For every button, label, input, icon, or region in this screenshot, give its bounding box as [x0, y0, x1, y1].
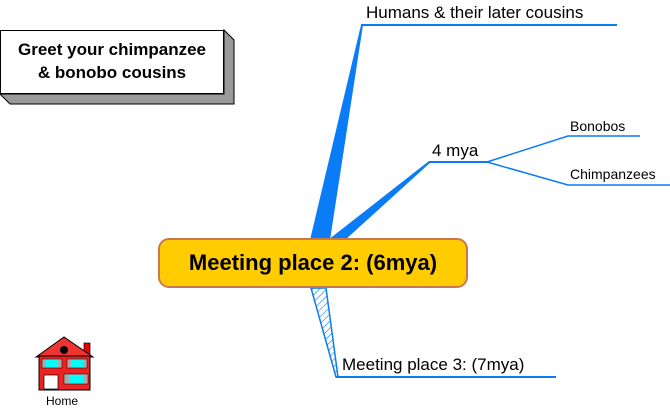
branch-humans	[310, 25, 363, 240]
branch-bonobos	[486, 135, 640, 163]
topic-bonobos[interactable]: Bonobos	[570, 118, 626, 134]
topic-meeting-place-3[interactable]: Meeting place 3: (7mya)	[342, 355, 525, 374]
branch-chimpanzees	[486, 161, 670, 186]
home-label[interactable]: Home	[46, 394, 79, 408]
title-box[interactable]: Greet your chimpanzee & bonobo cousins	[0, 30, 224, 94]
topic-4mya[interactable]: 4 mya	[432, 141, 479, 160]
topic-humans[interactable]: Humans & their later cousins	[366, 3, 584, 22]
branch-meeting-3	[310, 287, 339, 378]
title-line-2: & bonobo cousins	[37, 63, 187, 82]
branch-4mya	[328, 161, 431, 240]
house-icon[interactable]	[34, 336, 95, 391]
topic-chimpanzees[interactable]: Chimpanzees	[570, 166, 656, 182]
title-line-1: Greet your chimpanzee	[17, 40, 206, 59]
central-node[interactable]: Meeting place 2: (6mya)	[158, 238, 468, 288]
title-box-shadow	[0, 28, 235, 105]
